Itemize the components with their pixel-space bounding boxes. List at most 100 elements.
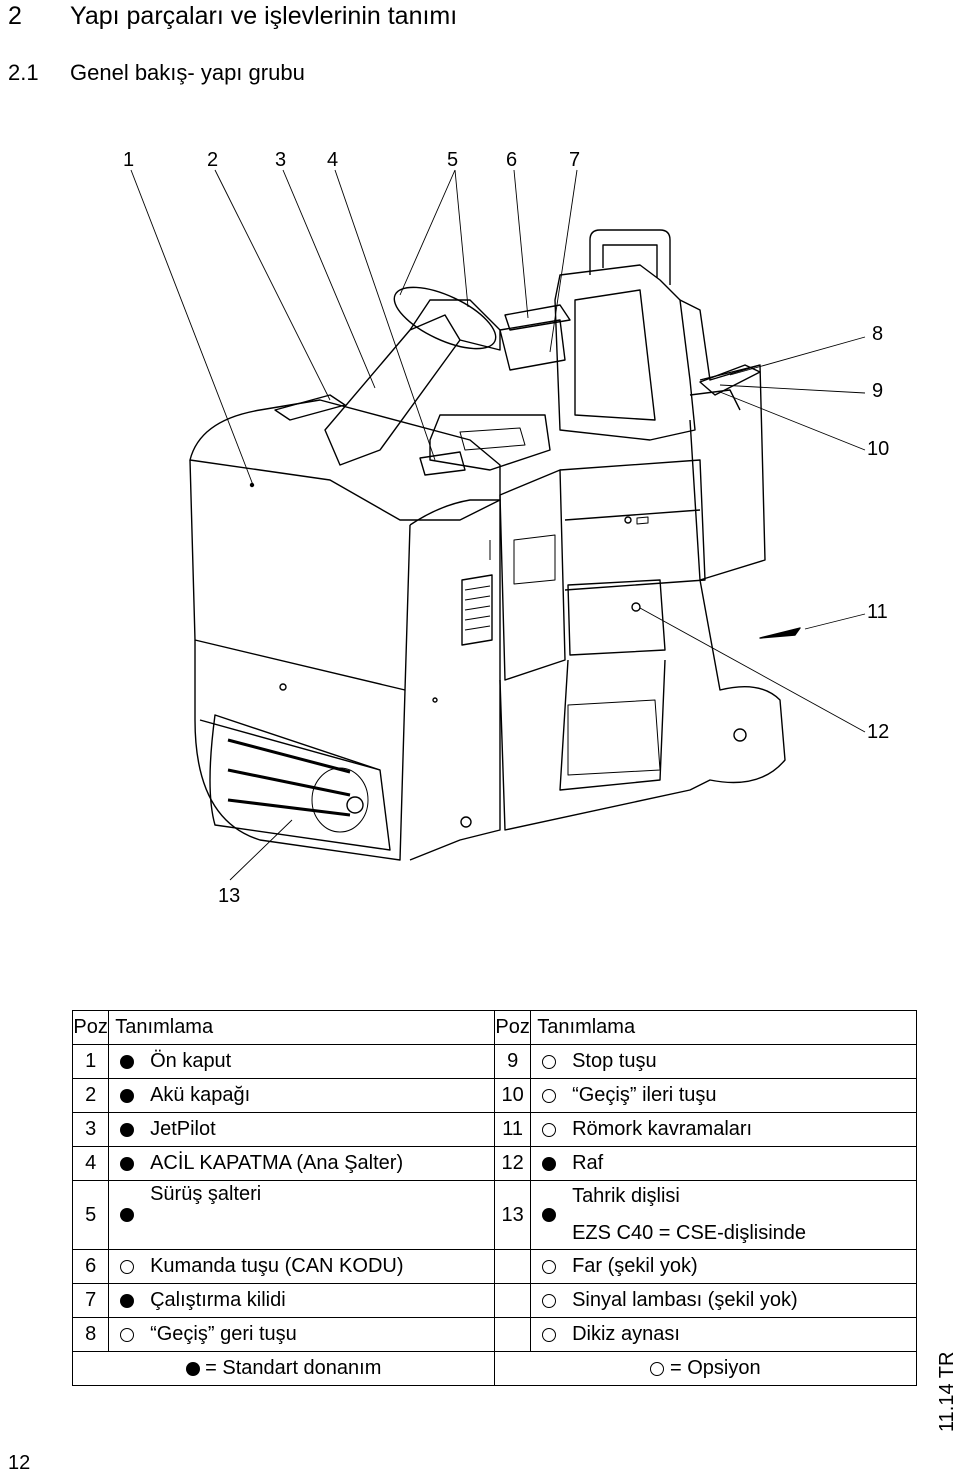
callout-3: 3	[275, 149, 286, 171]
callout-1: 1	[123, 149, 134, 171]
callout-13: 13	[218, 885, 240, 907]
desc-cell: Tahrik dişlisi EZS C40 = CSE-dişlisinde	[566, 1180, 918, 1250]
key-standard-label: = Standart donanım	[205, 1357, 382, 1379]
desc-stack: Tahrik dişlisi EZS C40 = CSE-dişlisinde	[572, 1185, 916, 1245]
option-marker-icon	[650, 1361, 665, 1376]
table-row: 8 “Geçiş” geri tuşu Dikiz aynası	[71, 1317, 918, 1352]
marker-cell	[108, 1249, 145, 1284]
marker-cell	[108, 1044, 145, 1079]
legend-header-row: Poz Tanımlama Poz Tanımlama	[71, 1010, 917, 1045]
desc-line-2: EZS C40 = CSE-dişlisinde	[572, 1222, 807, 1244]
desc-cell: Raf	[566, 1146, 918, 1181]
desc-cell: Sinyal lambası (şekil yok)	[566, 1283, 918, 1318]
desc-cell: “Geçiş” geri tuşu	[144, 1317, 495, 1352]
pos-cell: 11	[493, 1112, 532, 1147]
standard-marker-icon	[119, 1088, 134, 1103]
standard-marker-icon	[185, 1361, 200, 1376]
marker-cell	[530, 1317, 567, 1352]
header-pos-right: Poz	[493, 1010, 532, 1045]
subsection-number: 2.1	[8, 60, 39, 85]
marker-cell	[108, 1112, 145, 1147]
option-marker-icon	[541, 1122, 556, 1137]
marker-cell	[530, 1044, 567, 1079]
callout-11: 11	[867, 601, 888, 623]
marker-cell	[108, 1180, 145, 1250]
pos-cell: 3	[71, 1112, 110, 1147]
pos-cell: 2	[71, 1078, 110, 1113]
table-row: 5 Sürüş şalteri 13 Tahrik dişlisi EZS C4…	[71, 1180, 918, 1250]
marker-cell	[108, 1146, 145, 1181]
desc-line-1: Tahrik dişlisi	[572, 1185, 680, 1207]
desc-cell: Kumanda tuşu (CAN KODU)	[144, 1249, 495, 1284]
legend-table: Poz Tanımlama Poz Tanımlama 1 Ön kaput 9…	[71, 1010, 918, 1386]
header-pos-left: Poz	[71, 1010, 110, 1045]
marker-cell	[530, 1180, 567, 1250]
pos-cell: 6	[71, 1249, 110, 1284]
vehicle-illustration: 1 2 3 4 5 6 7 8 9 10 11 12 13	[123, 149, 889, 907]
pos-cell: 7	[71, 1283, 110, 1318]
marker-cell	[108, 1078, 145, 1113]
pos-cell: 4	[71, 1146, 110, 1181]
option-marker-icon	[541, 1054, 556, 1069]
desc-cell: Römork kavramaları	[566, 1112, 918, 1147]
pos-cell	[493, 1249, 532, 1284]
desc-cell: Akü kapağı	[144, 1078, 495, 1113]
key-option-cell: = Opsiyon	[493, 1351, 918, 1386]
desc-cell: “Geçiş” ileri tuşu	[566, 1078, 918, 1113]
key-standard-cell: = Standart donanım	[72, 1351, 495, 1386]
callout-6: 6	[506, 149, 517, 171]
table-row: 4 ACİL KAPATMA (Ana Şalter) 12 Raf	[71, 1146, 918, 1181]
edition-label: 11.14 TR	[936, 1351, 958, 1432]
standard-marker-icon	[119, 1122, 134, 1137]
callout-10: 10	[867, 438, 889, 460]
standard-marker-icon	[541, 1208, 556, 1223]
pos-cell: 1	[71, 1044, 110, 1079]
pos-cell: 5	[71, 1180, 110, 1250]
callout-9: 9	[872, 380, 883, 402]
option-marker-icon	[541, 1259, 556, 1274]
pos-cell: 13	[493, 1180, 532, 1250]
desc-cell: JetPilot	[144, 1112, 495, 1147]
standard-marker-icon	[119, 1293, 134, 1308]
desc-cell: Far (şekil yok)	[566, 1249, 918, 1284]
marker-cell	[530, 1249, 567, 1284]
marker-cell	[108, 1283, 145, 1318]
table-row: 6 Kumanda tuşu (CAN KODU) Far (şekil yok…	[71, 1249, 918, 1284]
option-marker-icon	[541, 1293, 556, 1308]
pos-cell: 12	[493, 1146, 532, 1181]
option-marker-icon	[541, 1088, 556, 1103]
section-number: 2	[8, 2, 22, 30]
callout-8: 8	[872, 323, 883, 345]
table-row: 7 Çalıştırma kilidi Sinyal lambası (şeki…	[71, 1283, 918, 1318]
table-row: 3 JetPilot 11 Römork kavramaları	[71, 1112, 918, 1147]
pos-cell	[493, 1317, 532, 1352]
standard-marker-icon	[119, 1156, 134, 1171]
legend-key-row: = Standart donanım = Opsiyon	[72, 1351, 918, 1386]
key-option-label: = Opsiyon	[669, 1357, 761, 1379]
page-number: 12	[8, 1452, 31, 1474]
standard-marker-icon	[119, 1208, 134, 1223]
callout-4: 4	[327, 149, 338, 171]
option-marker-icon	[119, 1327, 134, 1342]
option-marker-icon	[541, 1327, 556, 1342]
option-marker-icon	[119, 1259, 134, 1274]
desc-cell: Ön kaput	[144, 1044, 495, 1079]
desc-cell: Dikiz aynası	[566, 1317, 918, 1352]
callout-2: 2	[207, 149, 218, 171]
marker-cell	[530, 1146, 567, 1181]
desc-cell: Çalıştırma kilidi	[144, 1283, 495, 1318]
marker-cell	[530, 1078, 567, 1113]
desc-cell: ACİL KAPATMA (Ana Şalter)	[144, 1146, 495, 1181]
header-desc-left: Tanımlama	[108, 1010, 495, 1045]
standard-marker-icon	[119, 1054, 134, 1069]
desc-cell: Stop tuşu	[566, 1044, 918, 1079]
callout-12: 12	[867, 721, 889, 743]
pos-cell: 9	[493, 1044, 532, 1079]
table-row: 1 Ön kaput 9 Stop tuşu	[71, 1044, 918, 1079]
section-heading: 2 Yapı parçaları ve işlevlerinin tanımı	[8, 2, 457, 31]
pos-cell	[493, 1283, 532, 1318]
section-title: Yapı parçaları ve işlevlerinin tanımı	[70, 2, 458, 30]
pos-cell: 10	[493, 1078, 532, 1113]
marker-cell	[530, 1112, 567, 1147]
